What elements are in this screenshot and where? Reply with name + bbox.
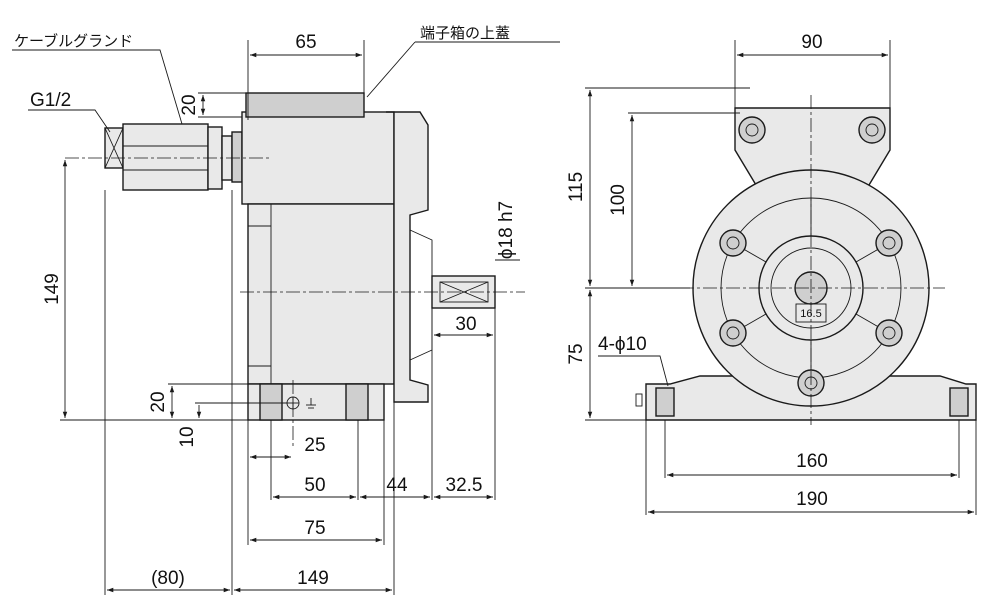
terminal-box [241,111,395,205]
front-view: 16.5 90 [566,32,977,515]
dim-shaft-length: 30 [455,314,476,335]
terminal-box-lid [245,92,365,118]
dim-box-width: 65 [295,32,316,53]
dim-hole-offset: 25 [304,435,325,456]
dim-44: 44 [386,475,408,496]
front-cover [386,111,429,403]
label-terminal-box-lid: 端子箱の上蓋 [420,24,510,42]
dim-top-width: 90 [801,32,822,53]
dim-foot-50: 50 [304,475,325,496]
cable-gland [104,123,243,191]
dim-foot-75: 75 [304,518,325,539]
label-thread: G1/2 [30,90,71,111]
label-cable-gland: ケーブルグランド [14,32,133,50]
dim-foot-height: 20 [148,391,169,412]
dim-holes-160: 160 [796,451,828,472]
motor-body [247,203,395,385]
dim-axis-height: 149 [42,273,63,305]
dim-height-115: 115 [566,172,587,202]
dim-base-190: 190 [796,489,828,510]
dim-height-75: 75 [566,343,587,364]
dim-gland-80: (80) [151,568,185,589]
dim-foot-offset: 10 [177,426,198,447]
dim-height-100: 100 [608,184,629,216]
dim-box-height: 20 [179,94,200,115]
label-holes: 4-ϕ10 [598,334,647,355]
label-shaft-diameter: ϕ18 h7 [496,201,517,259]
dim-length-149: 149 [297,568,329,589]
dim-32-5: 32.5 [446,475,483,496]
side-view: 65 20 149 20 10 25 50 44 32.5 30 75 (80)… [12,24,560,595]
